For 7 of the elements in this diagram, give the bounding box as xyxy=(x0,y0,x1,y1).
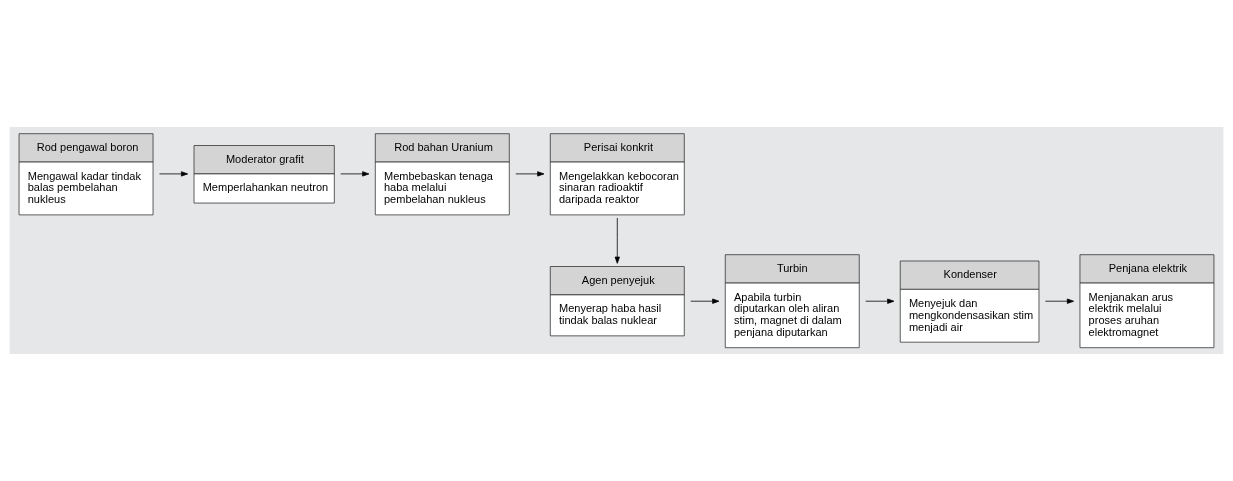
arrow xyxy=(690,298,720,304)
arrow xyxy=(614,217,620,264)
arrow xyxy=(159,171,189,177)
arrow xyxy=(1045,298,1074,304)
arrow xyxy=(515,171,545,177)
arrow xyxy=(865,298,895,304)
arrow xyxy=(340,171,370,177)
